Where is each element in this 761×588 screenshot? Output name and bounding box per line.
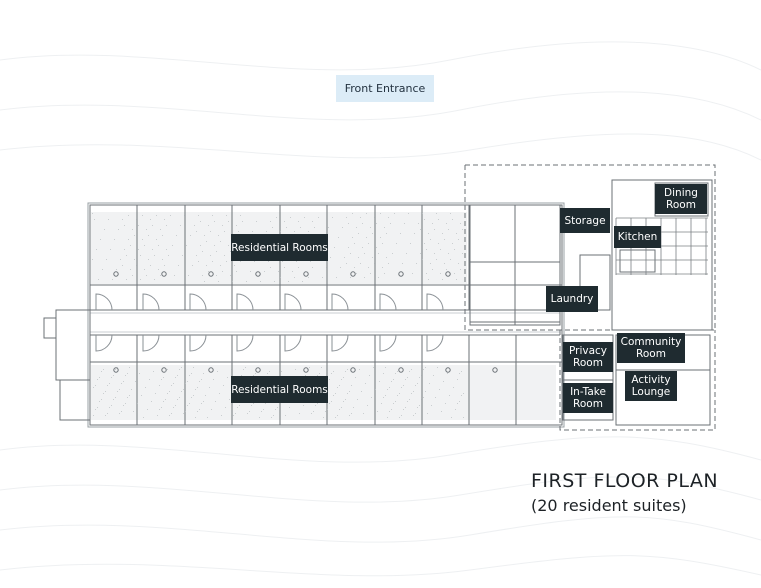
kitchen-label: Kitchen bbox=[614, 226, 661, 248]
in-take-room-label: In-Take Room bbox=[563, 383, 613, 413]
privacy-room-label: Privacy Room bbox=[563, 342, 613, 372]
laundry-label: Laundry bbox=[546, 286, 598, 312]
storage-label: Storage bbox=[560, 208, 610, 233]
plan-title: FIRST FLOOR PLAN (20 resident suites) bbox=[531, 470, 718, 515]
front-entrance-label: Front Entrance bbox=[336, 75, 434, 102]
community-room-label: Community Room bbox=[617, 333, 685, 363]
residential-rooms-top-label: Residential Rooms bbox=[231, 234, 328, 261]
dining-room-label: Dining Room bbox=[655, 184, 707, 214]
residential-rooms-bottom-label: Residential Rooms bbox=[231, 376, 328, 403]
plan-title-main: FIRST FLOOR PLAN bbox=[531, 470, 719, 492]
plan-title-sub: (20 resident suites) bbox=[531, 496, 687, 515]
activity-lounge-label: Activity Lounge bbox=[625, 371, 677, 401]
